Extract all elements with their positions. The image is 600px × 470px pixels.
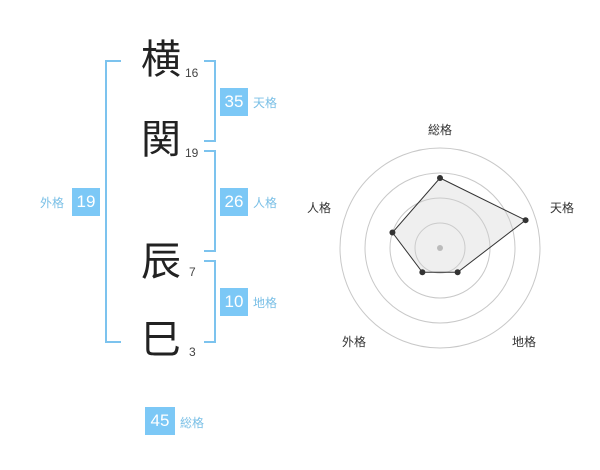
soukaku-label: 総格 [180, 416, 205, 430]
gaikaku-bracket [105, 60, 121, 343]
radar-point-4 [419, 269, 426, 276]
stroke-count-4: 3 [189, 345, 196, 359]
gaikaku-label: 外格 [40, 196, 65, 210]
chikaku-bracket [204, 260, 216, 343]
name-char-1: 横 [141, 37, 181, 83]
stroke-count-1: 16 [185, 66, 199, 80]
soukaku-value: 45 [145, 407, 175, 435]
radar-ring [364, 172, 516, 324]
radar-axis-label-chikaku: 地格 [512, 335, 537, 349]
radar-ring [339, 147, 541, 349]
tenkaku-value: 35 [220, 88, 248, 116]
jinkaku-value: 26 [220, 188, 248, 216]
radar-axis-label-tenkaku: 天格 [550, 201, 575, 215]
tenkaku-bracket [204, 60, 216, 142]
gaikaku-value: 19 [72, 188, 100, 216]
radar-axis-label-soukaku: 総格 [428, 123, 453, 137]
jinkaku-label: 人格 [253, 196, 278, 210]
jinkaku-bracket [204, 150, 216, 252]
radar-point-3 [454, 269, 461, 276]
radar-series-polygon [391, 177, 527, 273]
stroke-count-2: 19 [185, 146, 199, 160]
stroke-count-3: 7 [189, 265, 196, 279]
name-char-2: 関 [141, 117, 181, 163]
chikaku-label: 地格 [253, 296, 278, 310]
radar-point-5 [389, 229, 396, 236]
radar-axis-label-gaikaku: 外格 [342, 335, 367, 349]
name-char-3: 辰 [141, 239, 181, 285]
chikaku-value: 10 [220, 288, 248, 316]
radar-point-2 [522, 217, 529, 224]
radar-point-1 [437, 175, 443, 181]
radar-center-dot [437, 245, 443, 251]
radar-axis-label-jinkaku: 人格 [307, 201, 332, 215]
radar-ring [414, 222, 466, 274]
name-char-4: 巳 [141, 317, 181, 363]
tenkaku-label: 天格 [253, 96, 278, 110]
